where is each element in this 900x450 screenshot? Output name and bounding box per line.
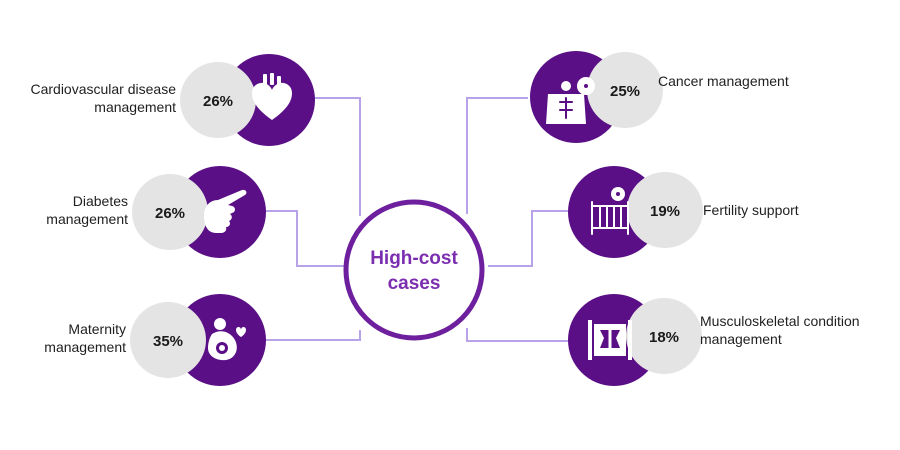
connector-fertility (488, 210, 578, 267)
center-node: High-cost cases (343, 199, 485, 341)
percent-cancer: 25% (610, 83, 640, 100)
connector-cancer (466, 97, 528, 214)
percent-circle-maternity (130, 302, 206, 378)
percent-fertility: 19% (650, 203, 680, 220)
label-maternity-line2: management (44, 339, 126, 355)
label-musculoskeletal-line2: management (700, 331, 782, 347)
percent-circle-diabetes (132, 174, 208, 250)
item-diabetes: 26% Diabetes management (46, 166, 266, 258)
label-diabetes-line1: Diabetes (73, 193, 128, 209)
connector-musculoskeletal (466, 328, 572, 342)
item-cardiovascular: 26% Cardiovascular disease management (30, 54, 315, 146)
percent-cardiovascular: 26% (203, 93, 233, 110)
label-fertility: Fertility support (703, 202, 799, 218)
label-maternity-line1: Maternity (68, 321, 126, 337)
percent-diabetes: 26% (155, 205, 185, 222)
center-title-line1: High-cost (370, 248, 458, 269)
item-cancer: 25% Cancer management (530, 51, 789, 143)
connectors (265, 97, 578, 342)
item-fertility: 19% Fertility support (568, 166, 799, 258)
center-ring (343, 199, 485, 341)
label-cancer: Cancer management (658, 73, 789, 89)
percent-circle-musculoskeletal (626, 298, 702, 374)
radiation-body-icon (546, 77, 595, 124)
pregnancy-icon (208, 318, 246, 361)
percent-circle-fertility (627, 172, 703, 248)
percent-circle-cardiovascular (180, 62, 256, 138)
label-cardiovascular-line1: Cardiovascular disease (30, 81, 176, 97)
label-cardiovascular-line2: management (94, 99, 176, 115)
label-musculoskeletal-line1: Musculoskeletal condition (700, 313, 860, 329)
item-maternity: 35% Maternity management (44, 294, 266, 386)
percent-musculoskeletal: 18% (649, 329, 679, 346)
center-title-line2: cases (388, 273, 441, 294)
label-diabetes-line2: management (46, 211, 128, 227)
xray-icon (588, 320, 632, 360)
item-musculoskeletal: 18% Musculoskeletal condition management (568, 294, 860, 386)
percent-maternity: 35% (153, 333, 183, 350)
crib-icon (591, 187, 629, 235)
connector-diabetes (265, 210, 345, 267)
connector-maternity (265, 330, 361, 341)
pointing-hand-icon (204, 189, 247, 233)
percent-circle-cancer (587, 52, 663, 128)
heart-icon (252, 73, 292, 120)
